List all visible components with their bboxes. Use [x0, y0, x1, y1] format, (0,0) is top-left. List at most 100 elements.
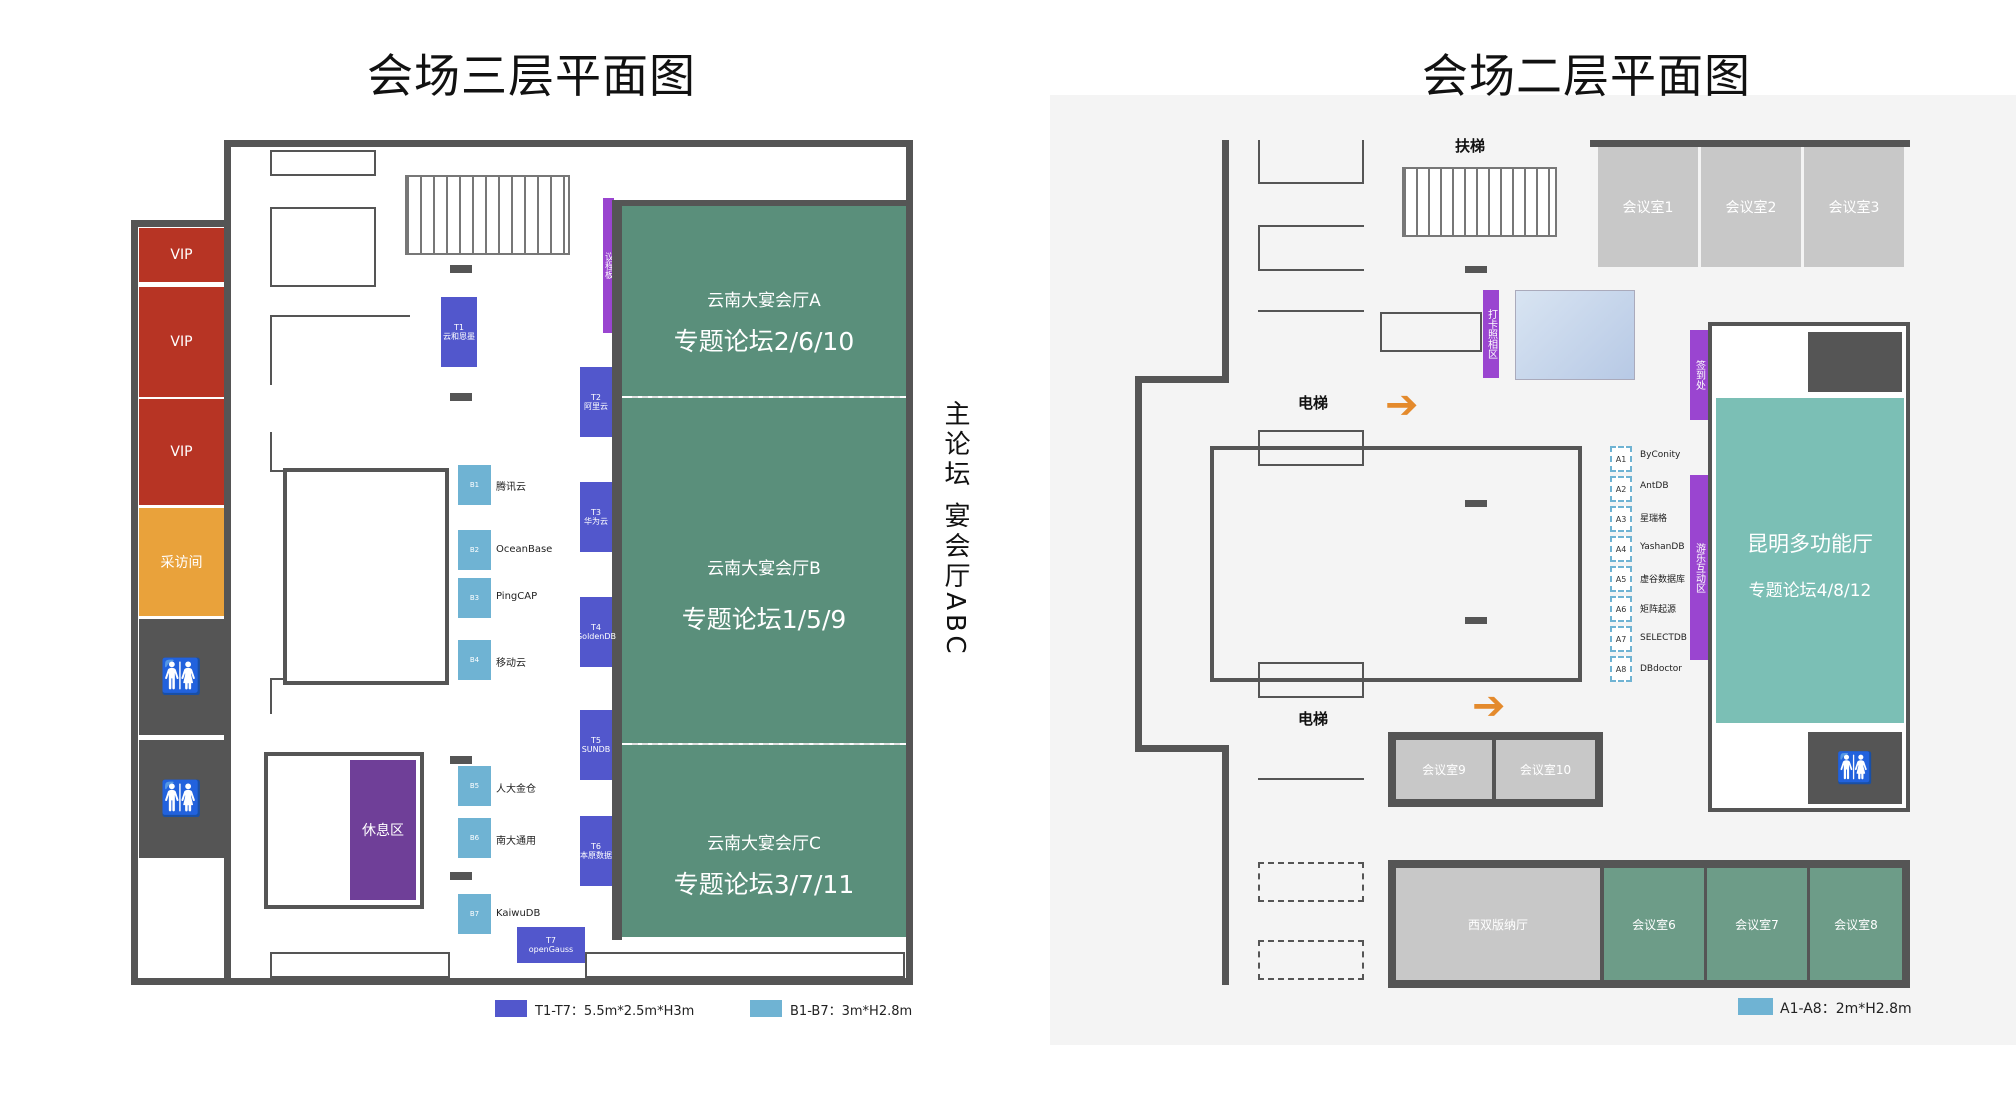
hall-wall-top [612, 200, 909, 206]
booth-b6-label: 南大通用 [496, 836, 536, 847]
kunming-dark-block [1808, 332, 1902, 392]
floor2-title: 会场二层平面图 [1422, 49, 1751, 103]
stair-outline [1258, 225, 1364, 271]
vip-room-2: VIP [139, 287, 224, 397]
booth-b7-label: KaiwuDB [496, 908, 541, 919]
entrance-outline [585, 952, 905, 978]
booth-a3-label: 星瑞格 [1640, 514, 1668, 524]
elevator-box [1258, 662, 1364, 698]
photo-zone: 打卡照相区 [1483, 290, 1499, 378]
xishuang-hall: 西双版纳厅 [1396, 868, 1600, 980]
booth-b2-label: OceanBase [496, 544, 553, 555]
door-mark [450, 756, 472, 764]
legend-t-text: T1-T7：5.5m*2.5m*H3m [535, 1004, 695, 1019]
arrow-right-icon: ➔ [1472, 683, 1506, 729]
floor2-wall [1222, 140, 1229, 380]
booth-a1: A1 [1610, 446, 1632, 472]
meeting-room-7: 会议室7 [1707, 868, 1807, 980]
booth-b1-label: 腾讯云 [496, 482, 526, 493]
floor2-restroom: 🚻 [1808, 732, 1902, 804]
booth-a2: A2 [1610, 476, 1632, 502]
lounge-area: 休息区 [350, 760, 416, 900]
vip-label: VIP [170, 247, 193, 263]
banquet-hall-c: 云南大宴会厅C 专题论坛3/7/11 [622, 745, 906, 937]
booth-a3: A3 [1610, 506, 1632, 532]
meeting-room-1: 会议室1 [1598, 147, 1698, 267]
floor3-wall-left-upper [224, 140, 231, 225]
floor3-wall-leftstep [131, 220, 231, 227]
agenda-board: 议程板 [603, 198, 614, 333]
hall-divider [632, 396, 900, 398]
booth-a8-label: DBdoctor [1640, 664, 1683, 674]
booth-a8: A8 [1610, 656, 1632, 682]
hall-b-forum: 专题论坛1/5/9 [681, 605, 847, 634]
kunming-hall-forum: 专题论坛4/8/12 [1748, 581, 1872, 601]
meeting-room-2: 会议室2 [1701, 147, 1801, 267]
booth-b4-label: 移动云 [496, 658, 526, 669]
meeting-room-6: 会议室6 [1604, 868, 1704, 980]
elevator-1-label: 电梯 [1298, 394, 1329, 412]
restroom-2: 🚻 [139, 740, 224, 858]
escalator-stairs [1402, 167, 1557, 237]
door-mark [450, 265, 472, 273]
booth-a4: A4 [1610, 536, 1632, 562]
floor2-atrium [1210, 446, 1582, 682]
vip-label: VIP [170, 444, 193, 460]
booth-a2-label: AntDB [1640, 481, 1669, 491]
booth-b5: B5 [458, 766, 491, 806]
banquet-hall-a: 云南大宴会厅A 专题论坛2/6/10 [622, 206, 906, 396]
restroom-1: 🚻 [139, 619, 224, 735]
elevator-box [1258, 430, 1364, 466]
hall-wall-left [612, 200, 622, 940]
floor3-wall-top [224, 140, 913, 147]
restroom-icon: 🚻 [160, 657, 203, 697]
legend-a-text: A1-A8：2m*H2.8m [1780, 1001, 1912, 1017]
arrow-right-icon: ➔ [1385, 382, 1419, 428]
booth-b1: B1 [458, 465, 491, 505]
lounge-label: 休息区 [362, 823, 404, 839]
door-mark [1465, 500, 1487, 507]
booth-a7-label: SELECTDB [1640, 633, 1687, 643]
elevator-lines [270, 432, 375, 472]
floor3-wall-right [906, 140, 913, 985]
booth-b4: B4 [458, 640, 491, 680]
stairs-icon [405, 175, 570, 255]
booth-a1-label: ByConity [1640, 450, 1681, 460]
floor2-wall [1135, 376, 1229, 383]
door-mark [450, 393, 472, 401]
booth-a5-label: 虚谷数据库 [1640, 575, 1686, 585]
elevator-2-label: 电梯 [1298, 710, 1329, 728]
floor3-wall-bottom [131, 978, 913, 985]
door-mark [1465, 266, 1487, 273]
floor2-wall [1135, 376, 1142, 751]
room-outline [270, 207, 376, 287]
hall-b-name: 云南大宴会厅B [707, 559, 821, 579]
hall-a-forum: 专题论坛2/6/10 [673, 327, 855, 356]
booth-a4-label: YashanDB [1640, 542, 1685, 552]
entrance-outline [270, 952, 450, 978]
meeting-room-8: 会议室8 [1810, 868, 1902, 980]
hall-divider [632, 743, 900, 745]
restroom-icon: 🚻 [160, 779, 203, 819]
photo-zone-display [1515, 290, 1635, 380]
vip-label: VIP [170, 334, 193, 350]
meeting-room-3: 会议室3 [1804, 147, 1904, 267]
meeting-wall [1590, 140, 1910, 147]
floor3-title: 会场三层平面图 [367, 49, 696, 103]
booth-b5-label: 人大金仓 [496, 784, 536, 795]
door-mark [450, 872, 472, 880]
hall-a-name: 云南大宴会厅A [707, 291, 821, 311]
stair-outline [1258, 940, 1364, 980]
kunming-hall: 昆明多功能厅 专题论坛4/8/12 [1716, 398, 1904, 723]
game-zone: 游乐互动区 [1690, 475, 1708, 660]
vip-room-3: VIP [139, 399, 224, 505]
meeting-room-10: 会议室10 [1496, 740, 1595, 799]
booth-b3-label: PingCAP [496, 591, 538, 602]
meeting-room-9: 会议室9 [1396, 740, 1492, 799]
interview-room: 采访间 [139, 508, 224, 616]
